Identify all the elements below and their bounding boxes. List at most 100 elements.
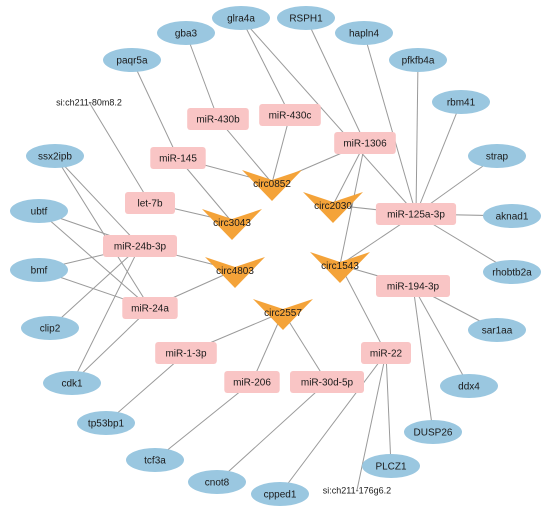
mirna-node-miR-430b[interactable]: miR-430b [187, 108, 249, 130]
mirna-node-miR-24a[interactable]: miR-24a [122, 297, 178, 319]
gene-node-aknad1[interactable]: aknad1 [483, 204, 541, 228]
gene-node-cpped1[interactable]: cpped1 [251, 482, 309, 506]
gene-label: sar1aa [482, 326, 513, 337]
edge-sich211-176g6-miR-22 [356, 352, 387, 491]
gene-node-clip2[interactable]: clip2 [21, 316, 79, 340]
gene-label: RSPH1 [289, 14, 323, 25]
mirna-node-miR-145[interactable]: miR-145 [150, 147, 206, 169]
gene-node-rbm41[interactable]: rbm41 [432, 90, 490, 114]
circrna-label: circ4803 [216, 266, 254, 277]
mirna-label: miR-22 [370, 349, 403, 360]
circrna-node-circ1543[interactable]: circ1543 [310, 252, 370, 283]
gene-label: hapln4 [349, 29, 379, 40]
mirna-node-miR-194-3p[interactable]: miR-194-3p [376, 275, 450, 297]
edge-paqr5a-miR-145 [131, 59, 179, 159]
gene-ellipse [251, 482, 309, 506]
edge-sich211-80m8-let-7b [88, 101, 151, 204]
edge-glra4a-miR-430c [240, 17, 291, 116]
mirna-box [103, 235, 177, 257]
mirna-node-let-7b[interactable]: let-7b [125, 192, 175, 214]
gene-label: cdk1 [61, 379, 83, 390]
gene-label: PLCZ1 [375, 462, 407, 473]
gene-node-DUSP26[interactable]: DUSP26 [404, 420, 462, 444]
mirna-node-miR-430c[interactable]: miR-430c [259, 104, 321, 126]
gene-node-strap[interactable]: strap [468, 144, 526, 168]
circrna-label: circ3043 [213, 218, 251, 229]
gene-node-bmf[interactable]: bmf [10, 258, 68, 282]
mirna-node-miR-24b-3p[interactable]: miR-24b-3p [103, 235, 177, 257]
gene-label: gba3 [175, 29, 198, 40]
gene-ellipse [126, 448, 184, 472]
gene-label: bmf [31, 266, 48, 277]
gene-node-cdk1[interactable]: cdk1 [43, 371, 101, 395]
edge-cnot8-miR-30d-5p [216, 381, 328, 483]
gene-label: rbm41 [447, 98, 476, 109]
gene-node-sar1aa[interactable]: sar1aa [468, 318, 526, 342]
circrna-node-circ2557[interactable]: circ2557 [253, 299, 313, 330]
mirna-box [361, 342, 411, 364]
mirna-box [155, 342, 217, 364]
mirna-box [259, 104, 321, 126]
circrna-chevron [303, 192, 363, 223]
gene-label: ssx2ipb [38, 152, 72, 163]
edge-pfkfb4a-miR-125a-3p [415, 59, 419, 215]
edge-rbm41-miR-125a-3p [415, 101, 462, 215]
gene-node-glra4a[interactable]: glra4a [212, 6, 270, 30]
mirna-box [187, 108, 249, 130]
edge-ubtf-miR-24a [38, 210, 151, 309]
circrna-node-circ4803[interactable]: circ4803 [205, 257, 265, 288]
mirna-node-miR-206[interactable]: miR-206 [224, 371, 280, 393]
edge-gba3-miR-430b [185, 32, 219, 120]
gene-node-pfkfb4a[interactable]: pfkfb4a [389, 48, 447, 72]
gene-node-ddx4[interactable]: ddx4 [440, 374, 498, 398]
edge-cdk1-miR-24b-3p [71, 245, 141, 384]
circrna-node-circ2030[interactable]: circ2030 [303, 192, 363, 223]
edge-cdk1-miR-24a [71, 307, 151, 384]
gene-ellipse [77, 411, 135, 435]
mirna-node-miR-30d-5p[interactable]: miR-30d-5p [290, 371, 364, 393]
edge-ddx4-miR-194-3p [412, 285, 470, 387]
gene-node-tp53bp1[interactable]: tp53bp1 [77, 411, 135, 435]
gene-node-PLCZ1[interactable]: PLCZ1 [362, 454, 420, 478]
gene-node-paqr5a[interactable]: paqr5a [103, 48, 161, 72]
gene-node-sich211-176g6[interactable]: si:ch211-176g6.2 [323, 486, 391, 496]
gene-node-rhobtb2a[interactable]: rhobtb2a [483, 260, 541, 284]
gene-ellipse [468, 318, 526, 342]
edge-DUSP26-miR-194-3p [412, 285, 434, 433]
circrna-node-circ0852[interactable]: circ0852 [242, 170, 302, 201]
circrna-label: circ1543 [321, 261, 359, 272]
gene-node-sich211-80m8[interactable]: si:ch211-80m8.2 [56, 98, 122, 108]
mirna-label: miR-430c [269, 111, 312, 122]
mirna-box [125, 192, 175, 214]
mirna-box [224, 371, 280, 393]
gene-node-cnot8[interactable]: cnot8 [188, 470, 246, 494]
gene-node-hapln4[interactable]: hapln4 [335, 21, 393, 45]
gene-node-tcf3a[interactable]: tcf3a [126, 448, 184, 472]
mirna-box [376, 275, 450, 297]
gene-ellipse [483, 204, 541, 228]
gene-label: ddx4 [458, 382, 480, 393]
circrna-node-circ3043[interactable]: circ3043 [202, 209, 262, 240]
gene-node-gba3[interactable]: gba3 [157, 21, 215, 45]
mirna-node-miR-22[interactable]: miR-22 [361, 342, 411, 364]
mirna-label: miR-24a [131, 304, 169, 315]
gene-label: ubtf [31, 207, 48, 218]
gene-node-ubtf[interactable]: ubtf [10, 199, 68, 223]
gene-node-ssx2ipb[interactable]: ssx2ipb [26, 144, 84, 168]
edge-miR-1306-circ1543 [339, 142, 366, 266]
mirna-node-miR-1-3p[interactable]: miR-1-3p [155, 342, 217, 364]
gene-label: strap [486, 152, 509, 163]
gene-ellipse [212, 6, 270, 30]
mirna-node-miR-125a-3p[interactable]: miR-125a-3p [375, 203, 457, 225]
circrna-label: circ0852 [253, 179, 291, 190]
mirna-label: miR-1-3p [165, 349, 207, 360]
gene-ellipse [483, 260, 541, 284]
gene-node-RSPH1[interactable]: RSPH1 [277, 6, 335, 30]
mirna-node-miR-1306[interactable]: miR-1306 [334, 132, 396, 154]
circrna-chevron [242, 170, 302, 201]
gene-ellipse [10, 199, 68, 223]
circrna-label: circ2557 [264, 308, 302, 319]
mirna-label: miR-1306 [343, 139, 387, 150]
gene-ellipse [103, 48, 161, 72]
